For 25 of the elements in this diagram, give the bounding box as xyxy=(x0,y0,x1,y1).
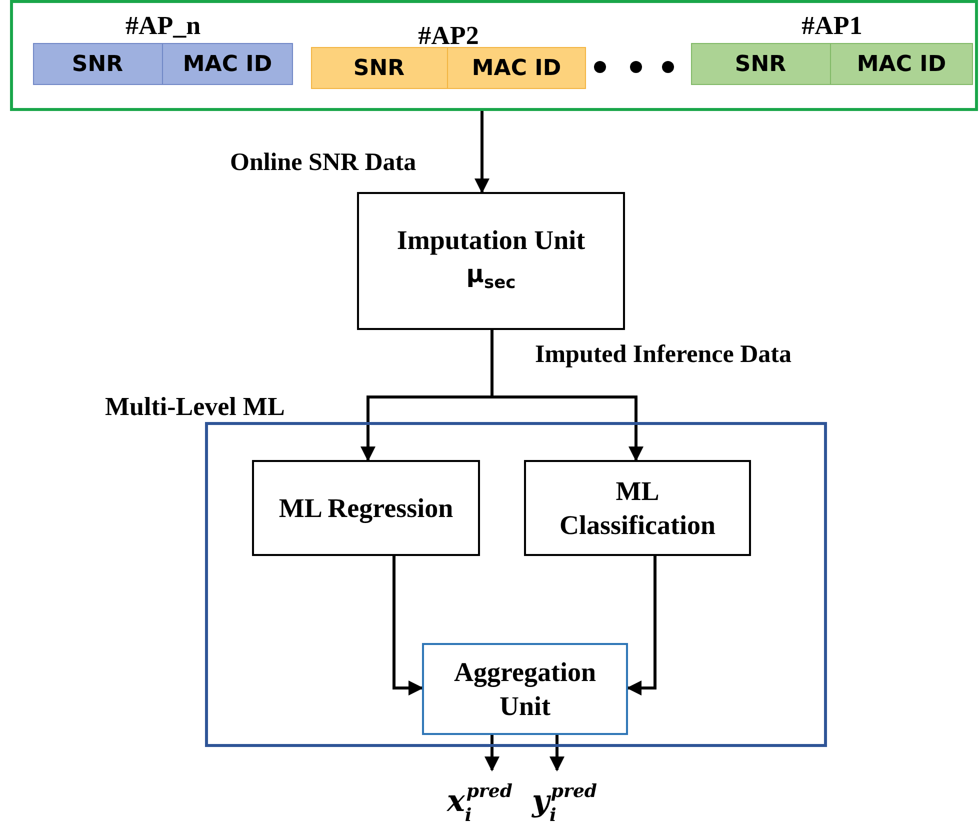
subscript-symbol: μ$_{sec}$ xyxy=(466,258,516,294)
arrow xyxy=(474,111,490,194)
box-label: ML Regression xyxy=(278,492,454,525)
record-heading: #AP1 xyxy=(800,11,864,41)
arrow xyxy=(550,735,564,772)
field-cell: MAC ID xyxy=(448,47,586,89)
field-cell: SNR xyxy=(311,47,448,89)
field-cell: SNR xyxy=(33,43,163,85)
field-cell: MAC ID xyxy=(831,43,973,85)
box-label: ML Classification xyxy=(558,475,716,542)
box-label: Imputation Unit xyxy=(396,224,586,256)
field-cell: MAC ID xyxy=(163,43,293,85)
arrow xyxy=(490,330,644,462)
group-heading: Multi-Level ML xyxy=(105,392,285,422)
arrow xyxy=(626,556,656,696)
process-box xyxy=(422,643,628,735)
record-heading: #AP_n xyxy=(124,11,202,41)
process-box xyxy=(524,460,751,556)
arrow xyxy=(484,735,500,772)
arrow xyxy=(392,556,424,696)
process-box xyxy=(357,192,625,330)
field-cell: SNR xyxy=(691,43,831,85)
process-box xyxy=(252,460,480,556)
box-label: Aggregation Unit xyxy=(454,656,596,723)
record-panel xyxy=(10,0,978,111)
